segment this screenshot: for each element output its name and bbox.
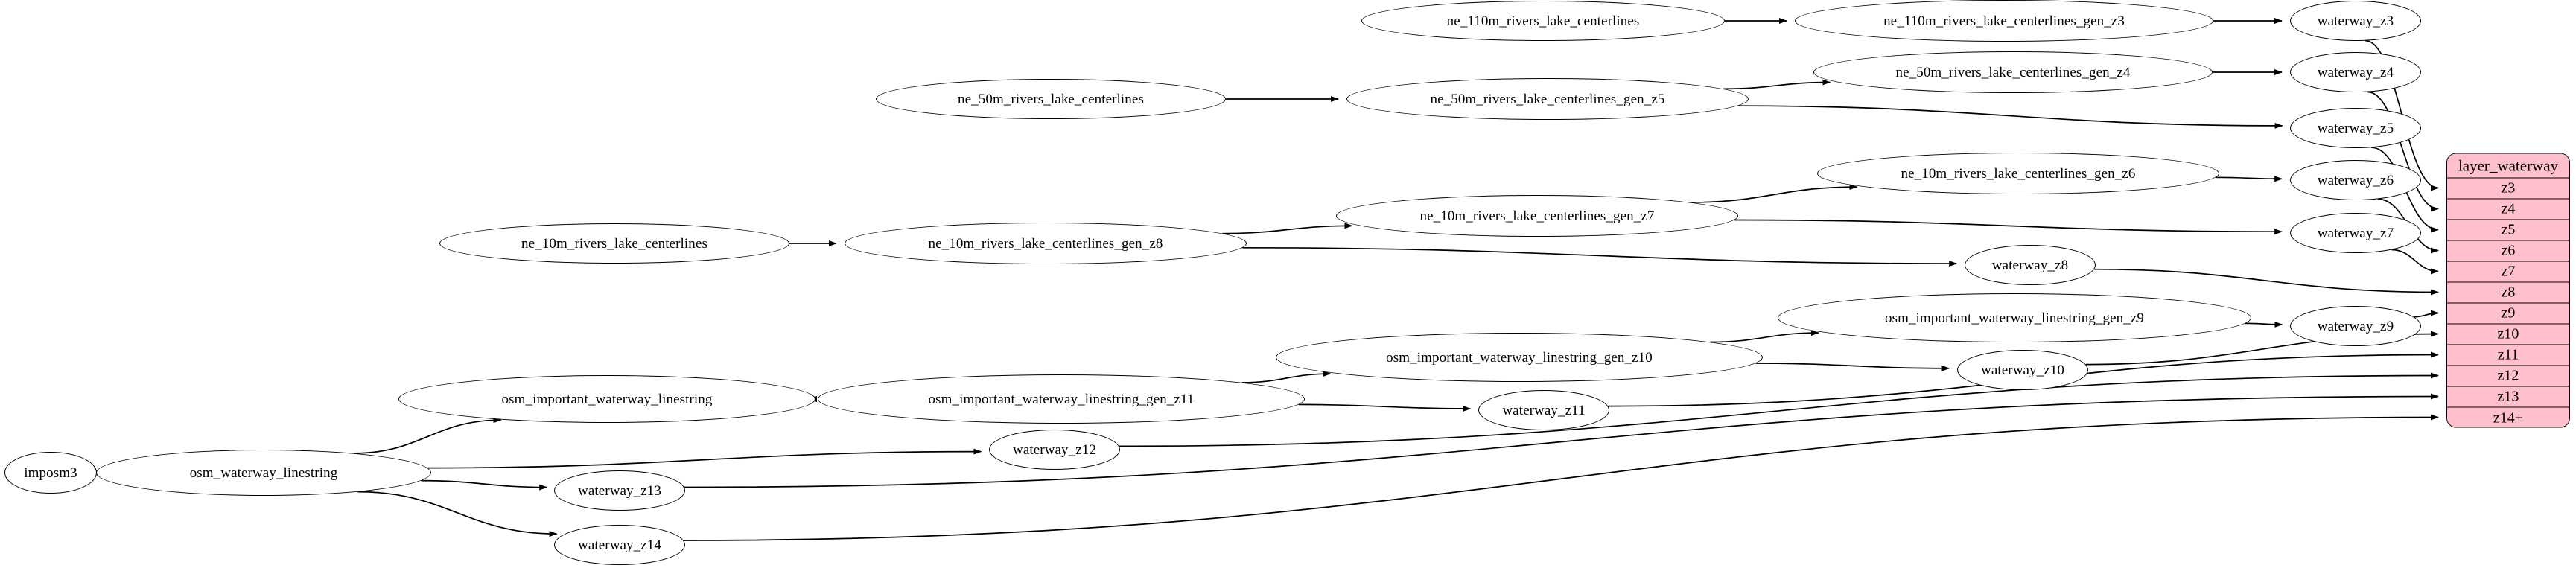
- edge-osm_ww-to-osm_iww: [354, 417, 502, 454]
- graph-node-ww_z6[interactable]: waterway_z6: [2290, 160, 2421, 200]
- graph-node-label: ne_50m_rivers_lake_centerlines_gen_z5: [1430, 91, 1665, 107]
- record-row-z14+[interactable]: z14+: [2447, 407, 2569, 427]
- record-row-z3[interactable]: z3: [2447, 178, 2569, 200]
- graph-node-label: ne_50m_rivers_lake_centerlines_gen_z4: [1895, 64, 2131, 80]
- graph-node-ne50_z5[interactable]: ne_50m_rivers_lake_centerlines_gen_z5: [1346, 78, 1749, 120]
- graph-node-label: waterway_z13: [578, 482, 661, 499]
- edge-osm_iww_z9-to-ww_z9: [2245, 321, 2283, 328]
- record-row-z12[interactable]: z12: [2447, 366, 2569, 387]
- graph-node-label: waterway_z11: [1502, 402, 1586, 418]
- edge-ww_z7-to-layer_waterway_z7: [2391, 249, 2439, 275]
- edge-paths: [97, 18, 2439, 541]
- edge-osm_iww_z10-to-osm_iww_z9: [1710, 330, 1819, 343]
- graph-node-ww_z4[interactable]: waterway_z4: [2290, 52, 2421, 92]
- record-row-z9[interactable]: z9: [2447, 303, 2569, 325]
- edge-ne50_z5-to-ne50_z4: [1723, 79, 1831, 90]
- graph-node-ww_z8[interactable]: waterway_z8: [1965, 245, 2096, 285]
- graph-node-label: ne_10m_rivers_lake_centerlines_gen_z8: [928, 235, 1163, 252]
- graph-node-label: waterway_z5: [2317, 120, 2394, 136]
- record-row-z6[interactable]: z6: [2447, 240, 2569, 262]
- record-row-z4[interactable]: z4: [2447, 199, 2569, 220]
- graph-node-label: waterway_z14: [578, 537, 661, 553]
- record-row-z8[interactable]: z8: [2447, 282, 2569, 304]
- graph-node-label: ne_50m_rivers_lake_centerlines: [958, 91, 1144, 107]
- edge-osm_iww_z10-to-ww_z10: [1755, 363, 1950, 371]
- record-row-z7[interactable]: z7: [2447, 261, 2569, 283]
- edge-ne10_z8-to-ne10_z7: [1222, 223, 1353, 234]
- graph-node-label: osm_important_waterway_linestring_gen_z1…: [1386, 349, 1653, 366]
- graph-node-osm_iww_z11[interactable]: osm_important_waterway_linestring_gen_z1…: [818, 374, 1305, 424]
- graph-node-ww_z3[interactable]: waterway_z3: [2290, 1, 2421, 41]
- graph-node-osm_iww_z10[interactable]: osm_important_waterway_linestring_gen_z1…: [1276, 333, 1763, 382]
- edge-ne10_z7-to-ne10_z6: [1690, 184, 1858, 203]
- graph-node-label: imposm3: [24, 465, 77, 481]
- edge-osm_iww_z11-to-ww_z11: [1298, 403, 1472, 412]
- graph-node-ww_z9[interactable]: waterway_z9: [2290, 306, 2421, 346]
- graph-node-label: ne_10m_rivers_lake_centerlines: [521, 235, 707, 252]
- graph-node-ne50_z4[interactable]: ne_50m_rivers_lake_centerlines_gen_z4: [1813, 51, 2213, 93]
- edge-osm_ww-to-ww_z14: [357, 491, 558, 537]
- record-row-z5[interactable]: z5: [2447, 220, 2569, 241]
- edge-osm_iww_z11-to-osm_iww_z10: [1241, 371, 1332, 383]
- edge-osm_ww-to-ww_z12: [427, 448, 982, 469]
- record-row-z10[interactable]: z10: [2447, 324, 2569, 345]
- graph-node-label: waterway_z9: [2317, 318, 2394, 334]
- graph-node-label: ne_10m_rivers_lake_centerlines_gen_z7: [1419, 208, 1655, 224]
- graph-node-ne10_z6[interactable]: ne_10m_rivers_lake_centerlines_gen_z6: [1817, 153, 2219, 194]
- edge-ww_z9-to-layer_waterway_z9: [2414, 310, 2439, 318]
- edge-osm_ww-to-ww_z13: [421, 479, 548, 491]
- graph-node-label: waterway_z3: [2317, 13, 2394, 29]
- graph-node-osm_iww[interactable]: osm_important_waterway_linestring: [398, 375, 815, 423]
- graph-node-label: osm_important_waterway_linestring: [501, 391, 713, 407]
- edge-ww_z14-to-layer_waterway_z14_: [683, 414, 2439, 541]
- record-row-z13[interactable]: z13: [2447, 386, 2569, 408]
- graph-node-label: waterway_z6: [2317, 172, 2394, 188]
- graph-node-ne10_z7[interactable]: ne_10m_rivers_lake_centerlines_gen_z7: [1336, 195, 1738, 237]
- edge-ne10_z6-to-ww_z6: [2216, 176, 2283, 182]
- graph-node-osm_ww[interactable]: osm_waterway_linestring: [96, 450, 431, 496]
- record-title: layer_waterway: [2447, 153, 2569, 179]
- graph-node-ww_z10[interactable]: waterway_z10: [1957, 350, 2088, 390]
- graph-node-label: osm_important_waterway_linestring_gen_z9: [1884, 310, 2145, 326]
- graph-node-label: osm_important_waterway_linestring_gen_z1…: [928, 391, 1195, 407]
- edge-ne10_z8-to-ww_z8: [1242, 246, 1958, 267]
- graph-node-label: waterway_z4: [2317, 64, 2394, 80]
- graph-node-ne10[interactable]: ne_10m_rivers_lake_centerlines: [439, 223, 789, 264]
- graph-node-label: ne_10m_rivers_lake_centerlines_gen_z6: [1901, 165, 2136, 182]
- graph-node-ne110_z3[interactable]: ne_110m_rivers_lake_centerlines_gen_z3: [1795, 0, 2213, 42]
- graph-node-label: waterway_z7: [2317, 225, 2394, 241]
- graph-node-ww_z5[interactable]: waterway_z5: [2290, 108, 2421, 148]
- graph-node-label: osm_waterway_linestring: [189, 465, 338, 481]
- graph-node-ne50[interactable]: ne_50m_rivers_lake_centerlines: [876, 79, 1226, 119]
- graph-node-ww_z11[interactable]: waterway_z11: [1478, 390, 1609, 430]
- graph-node-ww_z7[interactable]: waterway_z7: [2290, 213, 2421, 253]
- graph-node-label: waterway_z10: [1981, 362, 2064, 378]
- edge-ww_z8-to-layer_waterway_z8: [2093, 268, 2439, 296]
- graph-node-label: waterway_z12: [1013, 441, 1096, 458]
- edge-ne50_z5-to-ww_z5: [1737, 105, 2283, 129]
- graph-node-label: ne_110m_rivers_lake_centerlines: [1446, 13, 1640, 29]
- graph-node-ww_z14[interactable]: waterway_z14: [554, 525, 685, 565]
- graph-node-ne110[interactable]: ne_110m_rivers_lake_centerlines: [1361, 1, 1725, 41]
- graph-node-ww_z13[interactable]: waterway_z13: [554, 470, 685, 511]
- graph-node-label: ne_110m_rivers_lake_centerlines_gen_z3: [1883, 13, 2125, 29]
- record-row-z11[interactable]: z11: [2447, 345, 2569, 366]
- graph-node-ww_z12[interactable]: waterway_z12: [989, 430, 1120, 470]
- edge-ne10_z7-to-ww_z7: [1734, 219, 2283, 235]
- graph-node-label: waterway_z8: [1991, 257, 2069, 273]
- graph-node-ne10_z8[interactable]: ne_10m_rivers_lake_centerlines_gen_z8: [845, 223, 1247, 264]
- edge-ww_z12-to-layer_waterway_z12: [1119, 372, 2439, 447]
- graph-node-osm_iww_z9[interactable]: osm_important_waterway_linestring_gen_z9: [1778, 293, 2251, 342]
- graph-node-imposm3[interactable]: imposm3: [4, 452, 97, 494]
